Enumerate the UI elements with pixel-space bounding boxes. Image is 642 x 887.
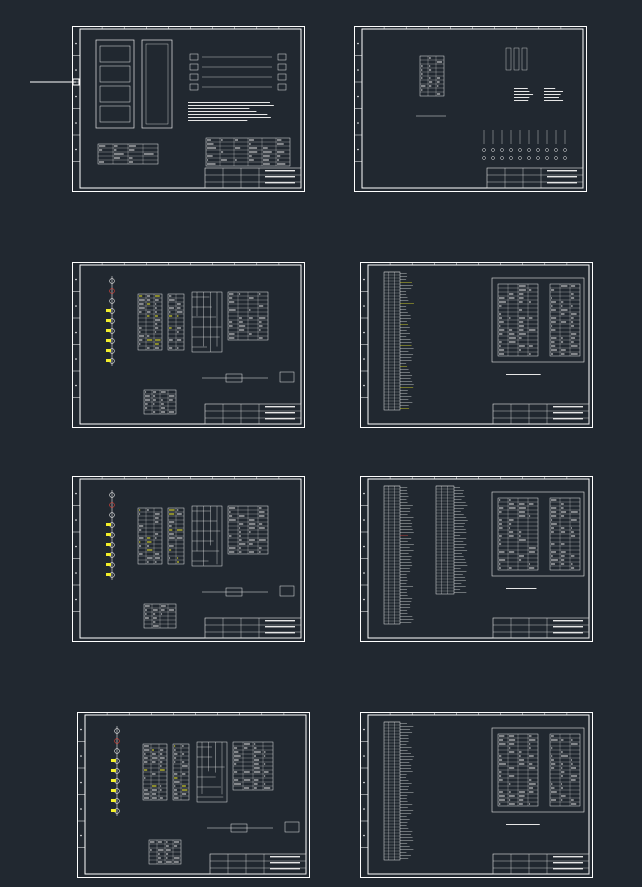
data-table	[205, 137, 291, 167]
drawing-sheet-7[interactable]	[77, 712, 310, 878]
data-table	[549, 497, 581, 571]
single-line-diagram	[111, 726, 120, 816]
drawing-sheet-2[interactable]	[354, 26, 587, 192]
sheet-content	[360, 712, 593, 878]
data-table	[172, 743, 190, 801]
title-block	[204, 403, 302, 425]
sheet-content	[72, 26, 305, 192]
single-line-diagram	[106, 490, 115, 580]
data-table	[137, 293, 163, 351]
data-table	[227, 505, 269, 555]
data-table	[167, 293, 185, 351]
wiring-diagram	[191, 291, 223, 353]
wiring-diagram	[196, 741, 228, 803]
terminal-strip	[435, 485, 468, 595]
data-table	[497, 733, 539, 807]
sheet-content	[72, 476, 305, 642]
title-block	[492, 853, 590, 875]
cabinet-elevation	[95, 39, 173, 129]
data-table	[137, 507, 163, 565]
data-table	[419, 55, 445, 97]
sheet-content	[77, 712, 310, 878]
drawing-sheet-8[interactable]	[360, 712, 593, 878]
title-block	[486, 167, 584, 189]
title-block	[492, 403, 590, 425]
sheet-content	[72, 262, 305, 428]
title-block	[204, 617, 302, 639]
data-table	[142, 743, 168, 801]
data-table	[143, 603, 177, 629]
data-table	[167, 507, 185, 565]
title-block	[492, 617, 590, 639]
drawing-sheet-3[interactable]	[72, 262, 305, 428]
terminal-strip	[383, 271, 414, 411]
sheet-content	[360, 262, 593, 428]
terminal-symbols	[482, 130, 567, 160]
single-line-diagram	[189, 53, 287, 91]
data-table	[227, 291, 269, 341]
drawing-sheet-5[interactable]	[72, 476, 305, 642]
wiring-diagram	[191, 505, 223, 567]
data-table	[549, 283, 581, 357]
data-table	[143, 389, 177, 415]
drawing-sheet-4[interactable]	[360, 262, 593, 428]
data-table	[232, 741, 274, 791]
data-table	[148, 839, 182, 865]
title-block	[204, 167, 302, 189]
sheet-content	[354, 26, 587, 192]
data-table	[497, 283, 539, 357]
title-block	[209, 853, 307, 875]
terminal-strip	[383, 485, 414, 625]
drawing-sheet-1[interactable]	[72, 26, 305, 192]
single-line-diagram	[106, 276, 115, 366]
data-table	[497, 497, 539, 571]
sheet-content	[360, 476, 593, 642]
drawing-sheet-6[interactable]	[360, 476, 593, 642]
terminal-strip	[383, 721, 414, 861]
data-table	[97, 143, 159, 165]
data-table	[549, 733, 581, 807]
